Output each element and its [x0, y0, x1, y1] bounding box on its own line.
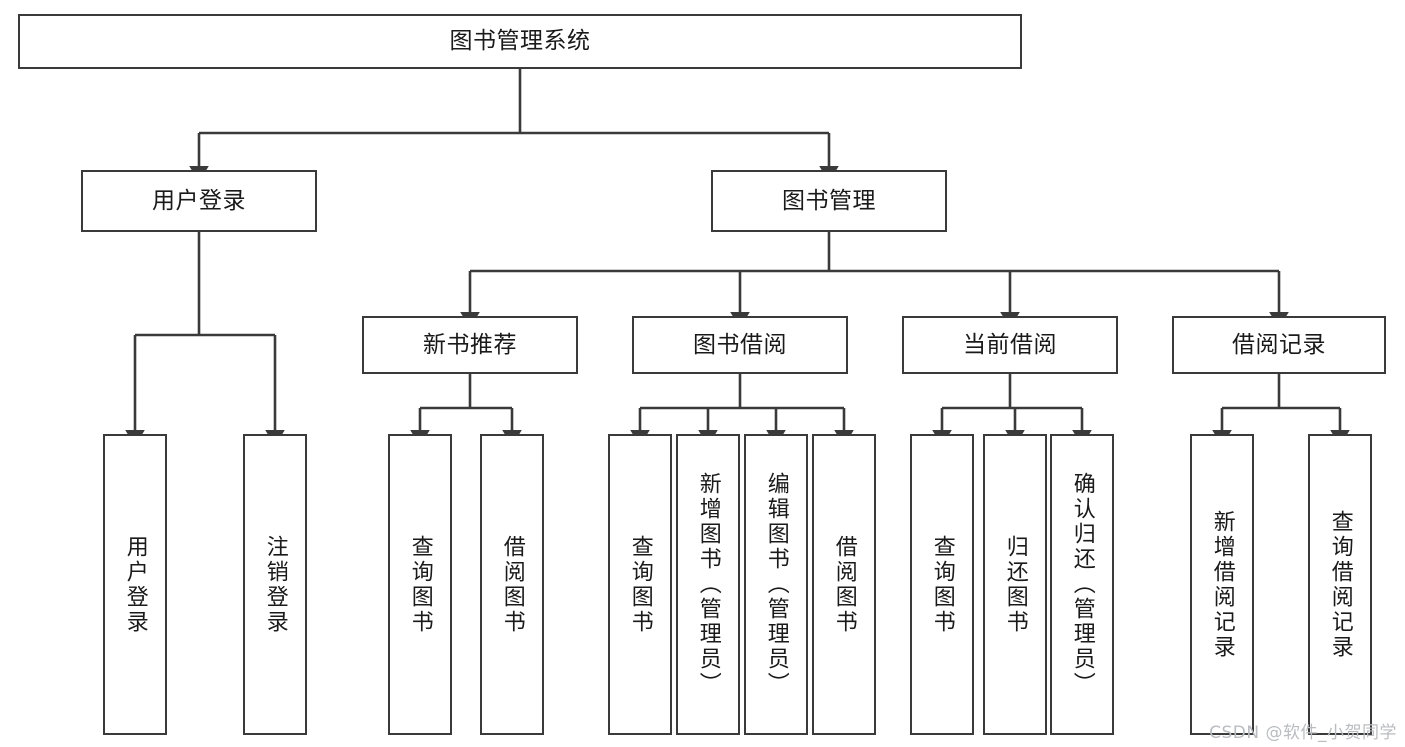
node-root[interactable]: 图书管理系统: [18, 14, 1022, 69]
node-leaf-query-book-1[interactable]: 查询图书: [388, 434, 452, 735]
node-label: 当前借阅: [963, 331, 1057, 358]
node-leaf-edit-book[interactable]: 编辑图书（管理员）: [744, 434, 808, 735]
node-leaf-borrow-book-1[interactable]: 借阅图书: [480, 434, 544, 735]
node-label: 查询借阅记录: [1327, 509, 1353, 660]
node-book-manage[interactable]: 图书管理: [711, 170, 947, 232]
node-label: 编辑图书（管理员）: [763, 472, 789, 697]
node-leaf-add-book[interactable]: 新增图书（管理员）: [676, 434, 740, 735]
node-label: 新增借阅记录: [1209, 509, 1235, 660]
node-leaf-query-book-2[interactable]: 查询图书: [608, 434, 672, 735]
node-label: 新增图书（管理员）: [695, 472, 721, 697]
node-label: 确认归还（管理员）: [1069, 472, 1095, 697]
node-label: 查询图书: [627, 534, 653, 635]
node-label: 图书管理系统: [449, 28, 591, 55]
node-leaf-confirm-return[interactable]: 确认归还（管理员）: [1050, 434, 1114, 735]
node-label: 借阅记录: [1232, 331, 1326, 358]
node-current-borrow[interactable]: 当前借阅: [902, 316, 1118, 374]
node-leaf-user-login[interactable]: 用户登录: [103, 434, 167, 735]
node-label: 查询图书: [407, 534, 433, 635]
node-label: 用户登录: [152, 187, 246, 214]
node-label: 图书借阅: [693, 331, 787, 358]
node-new-book-rec[interactable]: 新书推荐: [362, 316, 578, 374]
node-label: 用户登录: [122, 534, 148, 635]
node-label: 图书管理: [782, 187, 876, 214]
node-book-borrow[interactable]: 图书借阅: [632, 316, 848, 374]
node-label: 新书推荐: [423, 331, 517, 358]
node-label: 注销登录: [262, 534, 288, 635]
node-label: 借阅图书: [831, 534, 857, 635]
node-label: 归还图书: [1002, 534, 1028, 635]
node-leaf-borrow-book-2[interactable]: 借阅图书: [812, 434, 876, 735]
node-leaf-add-record[interactable]: 新增借阅记录: [1190, 434, 1254, 735]
node-leaf-query-book-3[interactable]: 查询图书: [910, 434, 974, 735]
node-user-login[interactable]: 用户登录: [81, 170, 317, 232]
node-borrow-record[interactable]: 借阅记录: [1172, 316, 1386, 374]
node-leaf-user-logout[interactable]: 注销登录: [243, 434, 307, 735]
node-label: 查询图书: [929, 534, 955, 635]
node-leaf-return-book[interactable]: 归还图书: [983, 434, 1047, 735]
node-leaf-query-record[interactable]: 查询借阅记录: [1308, 434, 1372, 735]
node-label: 借阅图书: [499, 534, 525, 635]
